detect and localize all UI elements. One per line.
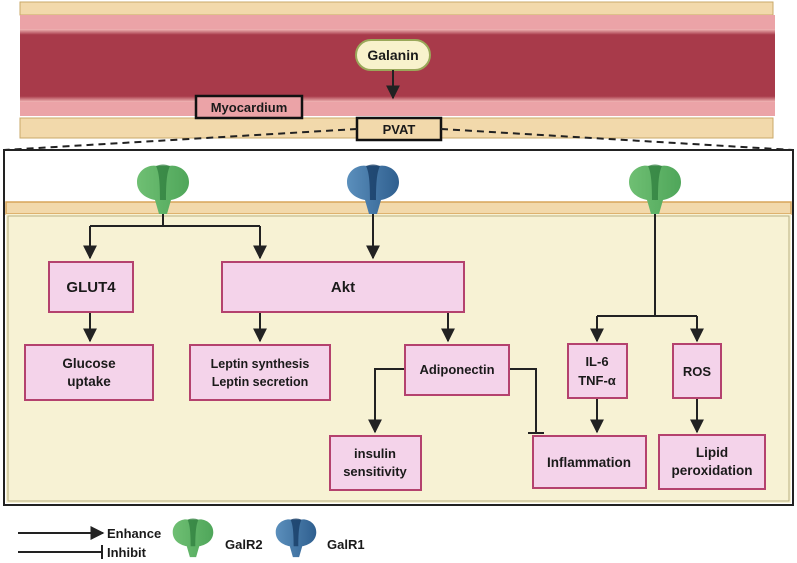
adipocyte-cytoplasm-border [7, 215, 790, 502]
myocardium-label-box [194, 94, 304, 120]
tnf-label: TNF-α [578, 373, 616, 388]
myocardium-label: Myocardium [211, 100, 288, 115]
ros-label: ROS [683, 364, 712, 379]
galr2-receptor-right [629, 164, 681, 214]
glut4-box: GLUT4 [48, 261, 134, 313]
adiponectin-label: Adiponectin [419, 362, 494, 377]
insulin-sensitivity-box: insulin sensitivity [329, 435, 422, 491]
il6-tnf-box: IL-6 TNF-α [567, 343, 628, 399]
il6-label: IL-6 [585, 354, 608, 369]
legend: Enhance Inhibit GalR2 GalR1 [18, 518, 365, 560]
insulin-line2: sensitivity [343, 464, 407, 479]
legend-galr2-label: GalR2 [225, 537, 263, 552]
legend-inhibit-label: Inhibit [107, 545, 147, 560]
leptin-line1: Leptin synthesis [211, 357, 310, 371]
legend-galr2-icon [172, 518, 214, 558]
myocardium-pink-lower [20, 102, 775, 116]
adiponectin-box: Adiponectin [404, 344, 510, 396]
lipid-line1: Lipid [696, 445, 728, 460]
zoom-line-right [440, 128, 794, 151]
glut4-label: GLUT4 [66, 279, 116, 296]
akt-box: Akt [221, 261, 465, 313]
legend-enhance-label: Enhance [107, 526, 161, 541]
galr1-receptor [347, 164, 399, 214]
myocardium-pink-upper [20, 15, 775, 29]
legend-galr1-label: GalR1 [327, 537, 365, 552]
pvat-label: PVAT [383, 122, 416, 137]
glucose-uptake-line2: uptake [67, 374, 111, 389]
galr2-receptor-left [137, 164, 189, 214]
pathway-connectors [83, 214, 704, 434]
akt-label: Akt [331, 279, 355, 296]
leptin-box: Leptin synthesis Leptin secretion [189, 344, 331, 401]
legend-galr1-icon [275, 518, 317, 558]
lipid-peroxidation-box: Lipid peroxidation [658, 434, 766, 490]
zoom-line-left [3, 128, 358, 151]
insulin-line1: insulin [354, 446, 396, 461]
pvat-band-top [19, 1, 774, 16]
inflammation-box: Inflammation [532, 435, 647, 489]
ros-box: ROS [672, 343, 722, 399]
adipocyte-membrane [5, 201, 792, 215]
leptin-line2: Leptin secretion [212, 375, 309, 389]
glucose-uptake-box: Glucose uptake [24, 344, 154, 401]
inflammation-label: Inflammation [547, 455, 631, 470]
galanin-label: Galanin [367, 47, 418, 63]
glucose-uptake-line1: Glucose [62, 356, 116, 371]
lipid-line2: peroxidation [671, 463, 752, 478]
